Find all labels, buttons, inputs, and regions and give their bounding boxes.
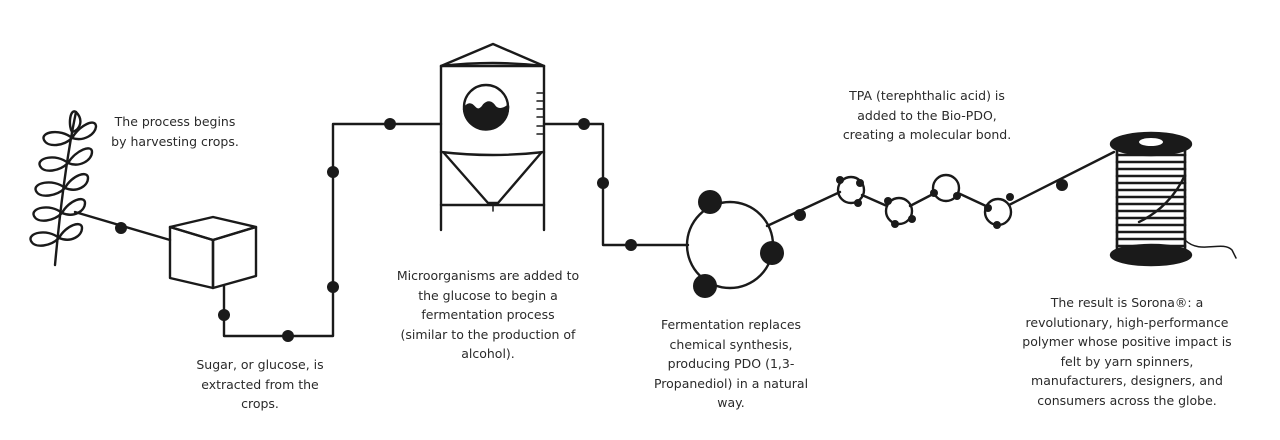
- glucose-cube-icon: [168, 215, 258, 290]
- caption-line: extracted from the: [201, 376, 319, 392]
- caption-line: the glucose to begin a: [418, 287, 558, 303]
- caption-harvest: The process begins by harvesting crops.: [111, 112, 239, 151]
- pdo-molecule-icon: [685, 190, 784, 298]
- process-connector-line: [73, 122, 1116, 338]
- caption-line: polymer whose positive impact is: [1022, 334, 1232, 349]
- caption-line: TPA (terephthalic acid) is: [849, 88, 1005, 103]
- caption-glucose: Sugar, or glucose, is extracted from the…: [196, 355, 323, 414]
- caption-line: creating a molecular bond.: [842, 127, 1012, 142]
- polymer-chain-icon: [836, 173, 1014, 229]
- caption-line: by harvesting crops.: [111, 133, 239, 149]
- connector-nodes: [115, 118, 1068, 342]
- caption-line: The result is Sorona®: a: [1050, 295, 1204, 310]
- fermentation-tank-icon: [439, 42, 546, 232]
- caption-line: (similar to the production of: [400, 326, 576, 342]
- wheat-icon: [29, 110, 98, 267]
- caption-line: The process begins: [114, 114, 236, 129]
- caption-tpa: TPA (terephthalic acid) is added to the …: [843, 86, 1011, 145]
- caption-line: Propanediol) in a natural: [653, 375, 809, 391]
- caption-line: added to the Bio-PDO,: [857, 107, 997, 123]
- caption-line: alcohol).: [461, 346, 515, 361]
- caption-microorganisms: Microorganisms are added to the glucose …: [397, 266, 579, 364]
- caption-line: felt by yarn spinners,: [1060, 353, 1194, 369]
- caption-line: producing PDO (1,3-: [667, 356, 795, 371]
- caption-line: chemical synthesis,: [669, 336, 793, 352]
- caption-line: crops.: [241, 396, 279, 411]
- yarn-spool-icon: [1109, 131, 1237, 267]
- caption-line: manufacturers, designers, and: [1031, 373, 1223, 388]
- caption-line: revolutionary, high-performance: [1025, 314, 1229, 330]
- caption-fermentation: Fermentation replaces chemical synthesis…: [654, 315, 808, 413]
- caption-line: fermentation process: [421, 307, 555, 322]
- caption-line: Fermentation replaces: [660, 317, 802, 332]
- caption-line: Sugar, or glucose, is: [196, 357, 324, 372]
- caption-result: The result is Sorona®: a revolutionary, …: [1022, 293, 1231, 410]
- caption-line: Microorganisms are added to: [396, 268, 580, 283]
- caption-line: consumers across the globe.: [1037, 392, 1217, 408]
- caption-line: way.: [717, 395, 745, 410]
